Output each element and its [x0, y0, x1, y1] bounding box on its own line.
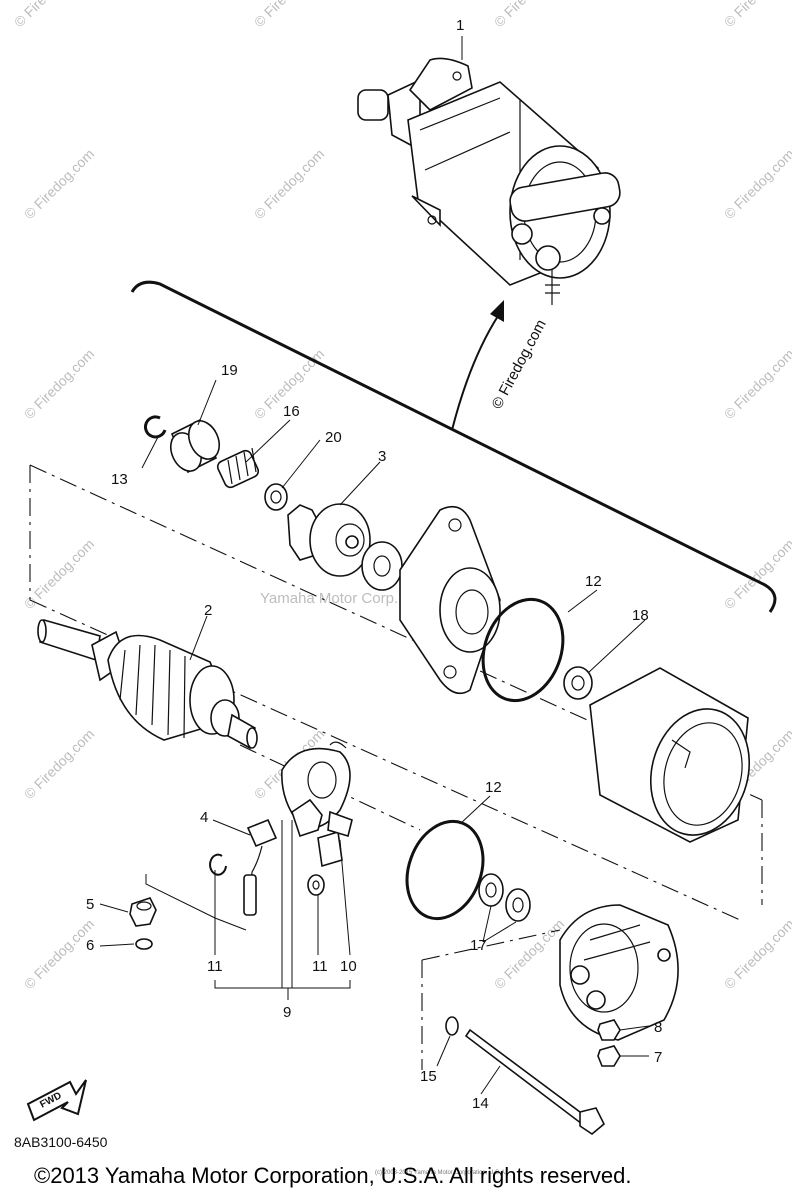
copyright-notice: ©2013 Yamaha Motor Corporation, U.S.A. A…	[34, 1163, 632, 1188]
washer-6	[135, 938, 153, 950]
rear-cover	[559, 904, 679, 1041]
svg-text:© Firedog.com: © Firedog.com	[721, 0, 792, 30]
pinion-gear	[287, 503, 371, 577]
callout-11-right: 11	[312, 958, 328, 975]
firedog-stamp: © Firedog.com	[489, 317, 550, 412]
callout-10: 10	[340, 958, 357, 975]
collar	[169, 418, 221, 474]
washers-17	[478, 873, 531, 922]
svg-text:© Firedog.com: © Firedog.com	[491, 0, 567, 30]
lock-washer-11b	[307, 874, 325, 896]
yoke	[589, 667, 751, 843]
callout-11-left: 11	[207, 958, 223, 975]
callout-2: 2	[204, 602, 212, 619]
callout-4: 4	[200, 809, 208, 826]
svg-text:© Firedog.com: © Firedog.com	[21, 726, 97, 802]
svg-text:© Firedog.com: © Firedog.com	[721, 346, 792, 422]
lock-washer-11a	[209, 853, 227, 876]
callout-17: 17	[470, 937, 487, 954]
callout-14: 14	[472, 1095, 489, 1112]
svg-text:© Firedog.com: © Firedog.com	[491, 916, 567, 992]
brush-plate	[281, 741, 353, 868]
svg-text:© Firedog.com: © Firedog.com	[21, 346, 97, 422]
svg-text:© Firedog.com: © Firedog.com	[721, 146, 792, 222]
svg-text:© Firedog.com: © Firedog.com	[21, 146, 97, 222]
washer-20	[264, 483, 288, 511]
nut-5	[129, 897, 157, 927]
o-ring-15	[445, 1016, 459, 1036]
diagram-code: 8AB3100-6450	[14, 1134, 108, 1150]
svg-text:© Firedog.com: © Firedog.com	[721, 916, 792, 992]
nut-7	[597, 1045, 621, 1067]
callout-labels: 1 19 16 20 3 13 12 18 2 4 12 5 6 17 11 1…	[86, 17, 662, 1112]
assembly-arrow	[451, 300, 504, 431]
svg-text:© Firedog.com: © Firedog.com	[251, 0, 327, 30]
brush-holder	[243, 818, 278, 916]
callout-5: 5	[86, 896, 94, 913]
watermarks: © Firedog.com © Firedog.com © Firedog.co…	[11, 0, 792, 992]
callout-3: 3	[378, 448, 386, 465]
fwd-arrow-icon: FWD	[26, 1079, 87, 1122]
callout-9: 9	[283, 1004, 291, 1021]
callout-7: 7	[654, 1049, 662, 1066]
nut-8	[597, 1019, 621, 1041]
callout-20: 20	[325, 429, 342, 446]
washer-pinion	[361, 541, 403, 591]
callout-12-bottom: 12	[485, 779, 502, 796]
callout-8: 8	[654, 1019, 662, 1036]
armature	[37, 618, 258, 750]
callout-12-top: 12	[585, 573, 602, 590]
front-bracket	[399, 505, 501, 695]
callout-15: 15	[420, 1068, 437, 1085]
callout-1: 1	[456, 17, 464, 34]
circlip	[143, 415, 167, 439]
tiny-copyright-note: (c) 2003-2015 Yamaha Motor Corporation, …	[375, 1170, 507, 1176]
svg-text:© Firedog.com: © Firedog.com	[721, 536, 792, 612]
callout-13: 13	[111, 471, 128, 488]
through-bolt	[464, 1028, 605, 1135]
svg-text:© Firedog.com: © Firedog.com	[251, 146, 327, 222]
o-ring-top	[481, 597, 565, 703]
callout-6: 6	[86, 937, 94, 954]
callout-18: 18	[632, 607, 649, 624]
o-ring-bottom	[405, 819, 485, 921]
callout-19: 19	[221, 362, 238, 379]
washer-18	[563, 666, 593, 700]
leader-lines	[99, 379, 650, 1095]
assembly-bracket	[130, 280, 777, 613]
callout-16: 16	[283, 403, 300, 420]
starter-motor-assembly	[357, 36, 621, 305]
svg-text:© Firedog.com: © Firedog.com	[11, 0, 87, 30]
